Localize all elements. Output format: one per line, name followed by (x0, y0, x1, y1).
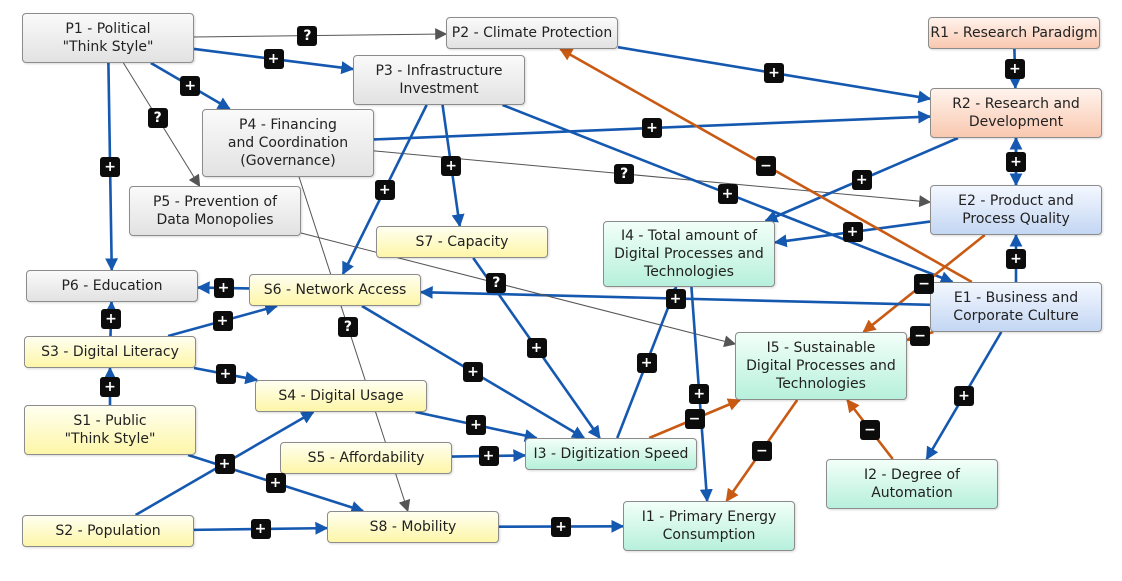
plus-polarity-badge: + (551, 516, 571, 537)
node-r1-research-paradigm[interactable]: R1 - Research Paradigm (928, 17, 1100, 49)
node-e2-product-and-process-quality[interactable]: E2 - Product and Process Quality (930, 185, 1102, 235)
plus-polarity-badge: + (215, 364, 236, 384)
plus-polarity-badge: + (689, 384, 710, 404)
plus-polarity-badge: + (642, 118, 662, 138)
plus-polarity-badge: + (842, 222, 863, 242)
plus-polarity-badge: + (101, 309, 121, 329)
plus-polarity-badge: + (463, 362, 483, 382)
question-polarity-badge: ? (337, 317, 358, 338)
node-s1-public-think-style[interactable]: S1 - Public "Think Style" (24, 405, 196, 455)
plus-polarity-badge: + (665, 288, 686, 309)
plus-polarity-badge: + (263, 49, 284, 69)
minus-polarity-badge: − (859, 419, 880, 440)
plus-polarity-badge: + (250, 519, 271, 539)
node-p6-education[interactable]: P6 - Education (26, 270, 198, 302)
plus-polarity-badge: + (441, 155, 462, 176)
question-polarity-badge: ? (297, 25, 318, 46)
node-p2-climate-protection[interactable]: P2 - Climate Protection (446, 17, 618, 49)
node-s4-digital-usage[interactable]: S4 - Digital Usage (255, 380, 427, 412)
plus-polarity-badge: + (100, 376, 120, 397)
node-p3-infrastructure-investment[interactable]: P3 - Infrastructure Investment (353, 55, 525, 105)
node-i4-total-amount-of-digital-processes[interactable]: I4 - Total amount of Digital Processes a… (603, 221, 775, 287)
node-i3-digitization-speed[interactable]: I3 - Digitization Speed (525, 438, 697, 470)
minus-polarity-badge: − (684, 409, 705, 429)
plus-polarity-badge: + (100, 156, 121, 177)
node-p5-prevention-of-data-monopolies[interactable]: P5 - Prevention of Data Monopolies (129, 186, 301, 236)
plus-polarity-badge: + (212, 311, 233, 331)
minus-polarity-badge: − (914, 273, 935, 294)
plus-polarity-badge: + (526, 338, 547, 358)
plus-polarity-badge: + (764, 63, 784, 83)
plus-polarity-badge: + (213, 278, 234, 298)
link-p4-to-e2 (373, 150, 932, 208)
link-p5-to-i5 (300, 232, 737, 348)
link-p1-to-p2 (193, 28, 448, 41)
plus-polarity-badge: + (466, 415, 486, 435)
plus-polarity-badge: + (180, 76, 201, 96)
node-e1-business-and-corporate-culture[interactable]: E1 - Business and Corporate Culture (930, 282, 1102, 332)
plus-polarity-badge: + (478, 446, 499, 466)
node-p4-financing-and-coordination[interactable]: P4 - Financing and Coordination (Governa… (202, 109, 374, 177)
node-p1-political-think-style[interactable]: P1 - Political "Think Style" (22, 13, 194, 63)
node-s3-digital-literacy[interactable]: S3 - Digital Literacy (24, 336, 196, 368)
node-s5-affordability[interactable]: S5 - Affordability (280, 442, 452, 474)
plus-polarity-badge: + (1006, 151, 1026, 172)
minus-polarity-badge: − (751, 440, 772, 461)
plus-polarity-badge: + (374, 179, 395, 200)
minus-polarity-badge: − (910, 325, 931, 346)
node-i1-primary-energy-consumption[interactable]: I1 - Primary Energy Consumption (623, 501, 795, 551)
plus-polarity-badge: + (954, 385, 974, 406)
plus-polarity-badge: + (214, 453, 235, 474)
node-i5-sustainable-digital-processes[interactable]: I5 - Sustainable Digital Processes and T… (735, 332, 907, 400)
plus-polarity-badge: + (1006, 248, 1026, 269)
node-s7-capacity[interactable]: S7 - Capacity (376, 226, 548, 258)
plus-polarity-badge: + (1004, 58, 1025, 79)
node-i2-degree-of-automation[interactable]: I2 - Degree of Automation (826, 459, 998, 509)
minus-polarity-badge: − (756, 155, 777, 176)
plus-polarity-badge: + (717, 183, 738, 204)
node-s6-network-access[interactable]: S6 - Network Access (249, 274, 421, 306)
plus-polarity-badge: + (636, 352, 657, 373)
question-polarity-badge: ? (147, 108, 168, 129)
plus-polarity-badge: + (265, 473, 286, 493)
plus-polarity-badge: + (851, 169, 872, 190)
question-polarity-badge: ? (614, 163, 635, 184)
node-r2-research-and-development[interactable]: R2 - Research and Development (930, 88, 1102, 138)
node-s2-population[interactable]: S2 - Population (22, 515, 194, 547)
question-polarity-badge: ? (486, 272, 507, 293)
node-s8-mobility[interactable]: S8 - Mobility (327, 511, 499, 543)
